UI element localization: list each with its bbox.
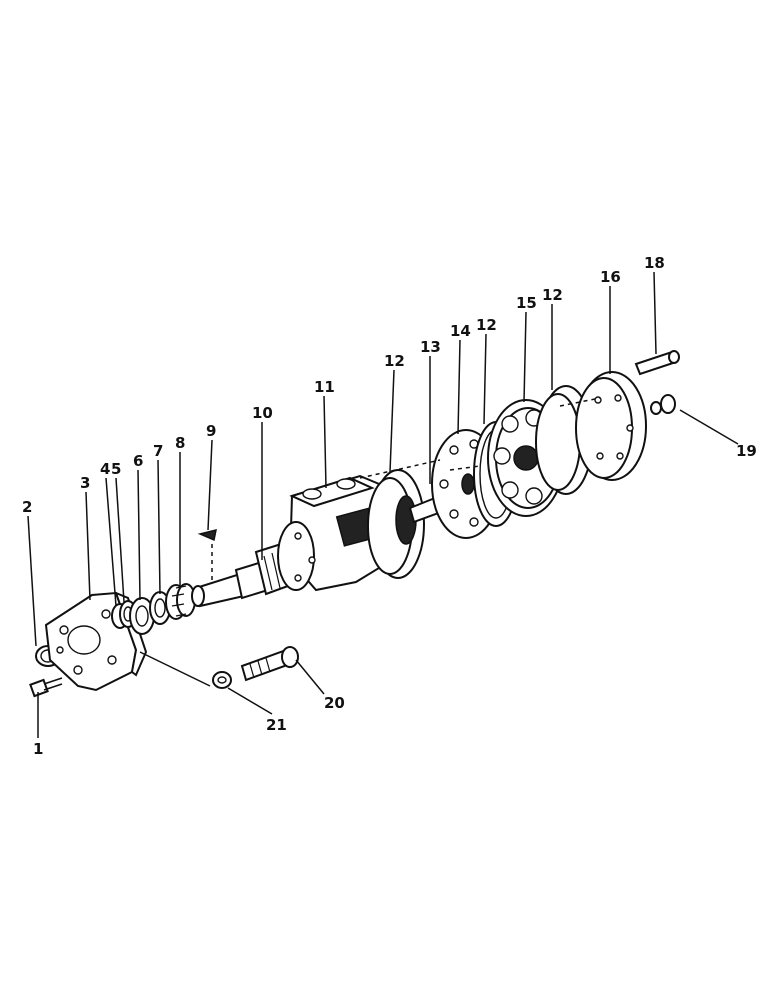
callout-7: 7 (153, 442, 163, 460)
callout-6: 6 (133, 452, 143, 470)
callout-11: 11 (314, 378, 335, 396)
part-19-plug (650, 394, 676, 415)
callout-labels: 1 2 3 4 5 6 7 8 9 10 11 12 13 14 12 15 1… (22, 254, 757, 758)
part-16-end-cover (559, 371, 647, 481)
callout-15: 15 (516, 294, 537, 312)
part-21-washer (212, 671, 232, 689)
callout-13: 13 (420, 338, 441, 356)
callout-12-b: 12 (476, 316, 497, 334)
callout-21: 21 (266, 716, 287, 734)
part-1-bolt (29, 677, 63, 698)
callout-9: 9 (206, 422, 216, 440)
part-6-ring (129, 597, 155, 635)
callout-12-a: 12 (384, 352, 405, 370)
callout-3: 3 (80, 474, 90, 492)
callout-12-c: 12 (542, 286, 563, 304)
callout-18: 18 (644, 254, 665, 272)
callout-5: 5 (111, 460, 121, 478)
callout-16: 16 (600, 268, 621, 286)
part-20-bolt (240, 646, 299, 682)
callout-4: 4 (100, 460, 110, 478)
leader-lines (27, 271, 739, 738)
part-9-key (197, 528, 217, 580)
part-12-ring-a (367, 469, 425, 579)
callout-20: 20 (324, 694, 345, 712)
callout-14: 14 (450, 322, 471, 340)
callout-8: 8 (175, 434, 185, 452)
callout-2: 2 (22, 498, 32, 516)
part-18-bolt (634, 350, 680, 376)
assembly-lines (139, 459, 481, 687)
part-8-bearing (165, 583, 196, 620)
callout-10: 10 (252, 404, 273, 422)
callout-1: 1 (33, 740, 43, 758)
part-11-housing (277, 474, 394, 592)
callout-19: 19 (736, 442, 757, 460)
